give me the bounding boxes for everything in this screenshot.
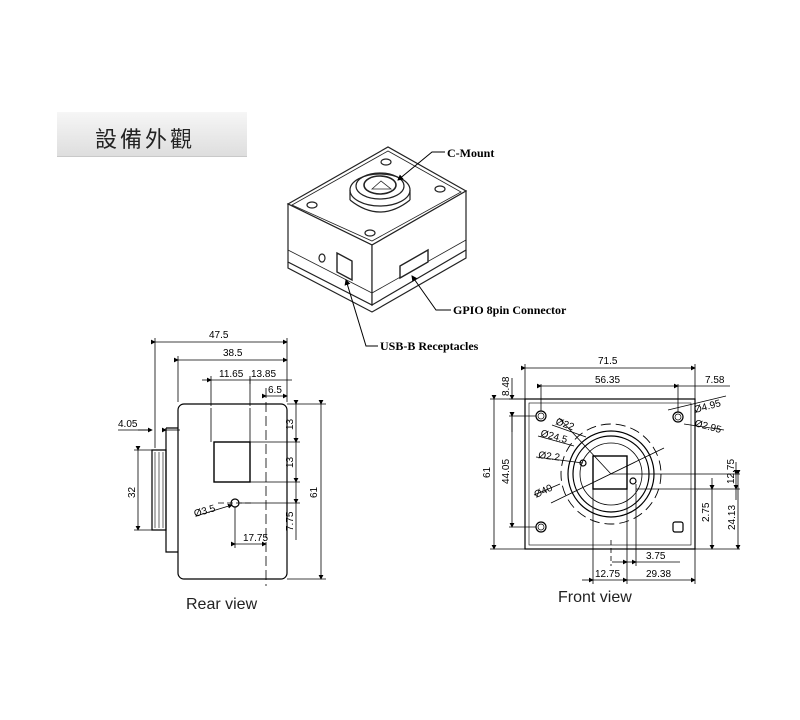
dim-d40: Ø40 bbox=[533, 483, 555, 501]
dim-61-rear: 61 bbox=[309, 486, 320, 498]
dim-17-75: 17.75 bbox=[243, 533, 268, 544]
front-view-caption: Front view bbox=[558, 589, 632, 606]
front-dimension-lines bbox=[490, 364, 741, 584]
dim-13-b: 13 bbox=[285, 456, 296, 468]
dim-8-48: 8.48 bbox=[501, 376, 512, 396]
dim-4-05: 4.05 bbox=[118, 419, 138, 430]
dim-71-5: 71.5 bbox=[598, 356, 618, 367]
dim-d2-2: Ø2.2 bbox=[538, 450, 561, 464]
gpio-label: GPIO 8pin Connector bbox=[453, 303, 567, 317]
dim-d4-95: Ø4.95 bbox=[693, 398, 723, 416]
dim-32: 32 bbox=[127, 486, 138, 498]
dim-7-75: 7.75 bbox=[285, 511, 296, 531]
header-box bbox=[57, 112, 247, 157]
c-mount-label: C-Mount bbox=[447, 146, 494, 160]
dim-47-5: 47.5 bbox=[209, 330, 229, 341]
dim-2-75: 2.75 bbox=[701, 502, 712, 522]
dim-61-front: 61 bbox=[482, 466, 493, 478]
dim-29-38: 29.38 bbox=[646, 569, 671, 580]
callout-leaders bbox=[344, 151, 451, 347]
dim-38-5: 38.5 bbox=[223, 348, 243, 359]
dim-13-a: 13 bbox=[285, 418, 296, 430]
dim-44-05: 44.05 bbox=[501, 459, 512, 484]
dim-3-75: 3.75 bbox=[646, 551, 666, 562]
dim-13-85: 13.85 bbox=[251, 369, 276, 380]
dim-12-75-v: 12.75 bbox=[726, 459, 737, 484]
front-dimension-labels: 71.5 56.35 7.58 8.48 61 44.05 Ø4.95 Ø2.9… bbox=[482, 356, 738, 580]
dim-11-65: 11.65 bbox=[219, 369, 244, 380]
dim-d3-5: Ø3.5 bbox=[193, 503, 217, 520]
usb-label: USB-B Receptacles bbox=[380, 339, 479, 353]
dim-d2-95: Ø2.95 bbox=[693, 418, 723, 436]
dim-d24-5: Ø24.5 bbox=[539, 428, 569, 446]
camera-isometric bbox=[286, 146, 468, 313]
dim-24-13: 24.13 bbox=[727, 505, 738, 530]
rear-view-caption: Rear view bbox=[186, 596, 258, 613]
dim-6-5: 6.5 bbox=[268, 385, 282, 396]
rear-dimension-labels: 47.5 38.5 11.65 13.85 6.5 4.05 32 61 13 … bbox=[118, 330, 320, 544]
dim-d22: Ø22 bbox=[554, 416, 576, 433]
dim-7-58: 7.58 bbox=[705, 375, 725, 386]
page-title: 設備外觀 bbox=[95, 128, 196, 153]
rear-view-drawing bbox=[151, 388, 288, 586]
dim-12-75-h: 12.75 bbox=[595, 569, 620, 580]
rear-dimension-lines bbox=[118, 338, 326, 580]
dim-56-35: 56.35 bbox=[595, 375, 620, 386]
